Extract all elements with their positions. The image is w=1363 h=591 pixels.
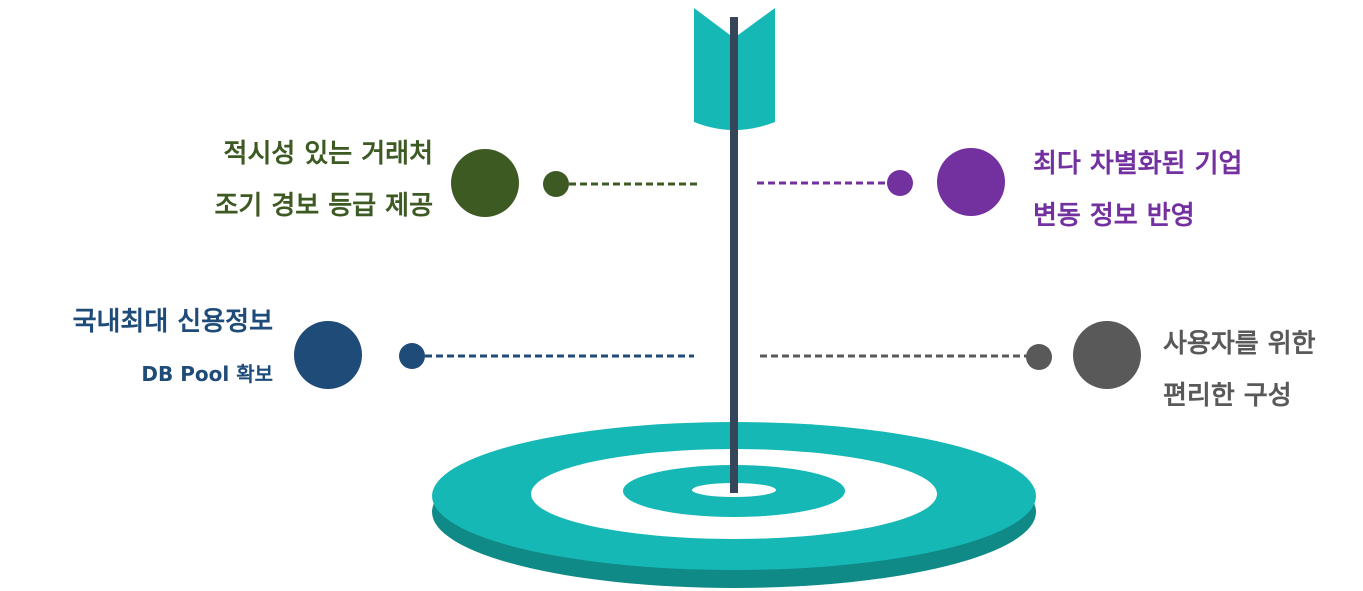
bubble-large-purple: [937, 148, 1005, 216]
bubble-large-green: [451, 149, 519, 217]
dot-small-purple: [887, 170, 913, 196]
label-bottom-left-line-2: DB Pool 확보: [141, 362, 273, 386]
arrow: [694, 8, 775, 493]
label-top-right-line-1: 최다 차별화된 기업: [1033, 149, 1243, 179]
label-top-left-line-1: 적시성 있는 거래처: [223, 139, 433, 169]
label-top-right-line-2: 변동 정보 반영: [1033, 201, 1195, 231]
label-top-left-line-2: 조기 경보 등급 제공: [214, 191, 433, 221]
label-bottom-right-line-2: 편리한 구성: [1163, 381, 1292, 411]
label-bottom-right-line-1: 사용자를 위한: [1163, 329, 1316, 359]
bubble-large-navy: [294, 321, 362, 389]
connector-top-right: [757, 148, 1005, 216]
connector-bottom-right: [760, 321, 1141, 389]
label-top-left: 적시성 있는 거래처 조기 경보 등급 제공: [214, 128, 433, 232]
connector-top-left: [451, 149, 700, 217]
label-bottom-right: 사용자를 위한 편리한 구성: [1163, 318, 1316, 422]
bubble-large-gray: [1073, 321, 1141, 389]
dot-small-navy: [399, 343, 425, 369]
connector-bottom-left: [294, 321, 694, 389]
dot-small-gray: [1026, 344, 1052, 370]
label-top-right: 최다 차별화된 기업 변동 정보 반영: [1033, 138, 1242, 242]
label-bottom-left-line-1: 국내최대 신용정보: [72, 307, 273, 337]
label-bottom-left: 국내최대 신용정보 DB Pool 확보: [73, 296, 273, 400]
arrow-shaft: [730, 17, 738, 493]
dot-small-green: [543, 171, 569, 197]
